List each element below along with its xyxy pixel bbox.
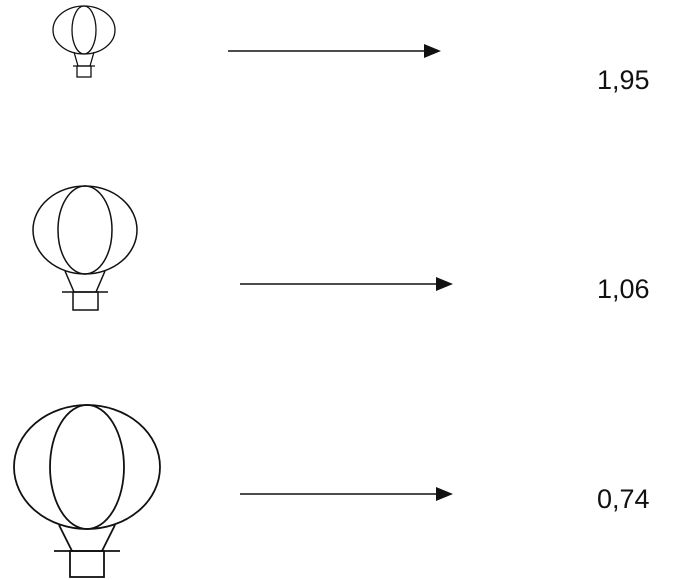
right-arrow-icon: [228, 43, 442, 59]
balloon-value-2: 1,06: [597, 274, 650, 304]
balloon-value-1: 1,95: [597, 65, 650, 95]
right-arrow-icon: [240, 486, 454, 502]
hot-air-balloon-icon-medium: [32, 185, 138, 316]
hot-air-balloon-icon: [52, 5, 116, 78]
balloon-value-3: 0,74: [597, 484, 650, 514]
right-arrow-icon: [240, 276, 454, 292]
hot-air-balloon-icon-large: [12, 404, 162, 580]
hot-air-balloon-icon-small: [52, 5, 116, 82]
hot-air-balloon-icon: [13, 404, 161, 578]
hot-air-balloon-icon: [32, 185, 138, 311]
